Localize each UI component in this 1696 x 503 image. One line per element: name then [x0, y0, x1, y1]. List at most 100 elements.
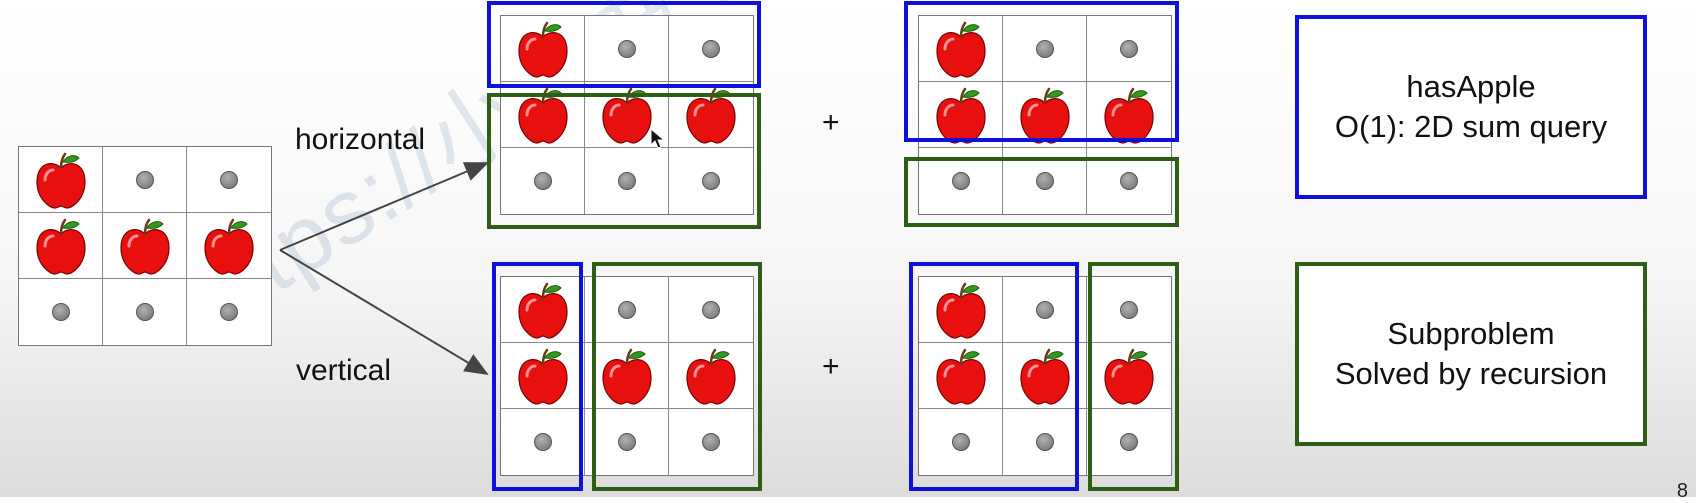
grid-cell	[1003, 343, 1087, 409]
grid-cell	[19, 147, 103, 213]
vertical-split-grid-b	[918, 276, 1172, 476]
grid-cell	[19, 213, 103, 279]
grid-cell	[1087, 82, 1171, 148]
empty-dot-icon	[702, 172, 720, 190]
apple-icon	[1019, 348, 1070, 405]
grid-cell	[1003, 409, 1087, 475]
grid-cell	[501, 148, 585, 214]
grid-cell	[585, 343, 669, 409]
empty-dot-icon	[617, 39, 636, 58]
apple-icon	[119, 218, 170, 275]
empty-dot-icon	[533, 172, 552, 190]
grid-cell	[19, 279, 103, 345]
empty-dot-icon	[220, 170, 238, 189]
empty-dot-icon	[1120, 300, 1138, 319]
legend-subproblem-title: Subproblem	[1387, 316, 1555, 352]
grid-cell	[669, 82, 753, 148]
empty-dot-icon	[1035, 172, 1054, 190]
arrow-to-vertical	[279, 249, 489, 376]
legend-hasapple: hasApple O(1): 2D sum query	[1295, 15, 1647, 199]
apple-icon	[35, 152, 86, 209]
grid-cell	[501, 82, 585, 148]
empty-dot-icon	[1035, 433, 1054, 451]
grid-cell	[919, 82, 1003, 148]
grid-cell	[501, 16, 585, 82]
horizontal-split-grid-a	[500, 15, 754, 215]
grid-cell	[103, 279, 187, 345]
empty-dot-icon	[951, 433, 970, 451]
grid-cell	[669, 277, 753, 343]
grid-cell	[585, 277, 669, 343]
horizontal-label: horizontal	[295, 123, 426, 156]
legend-subproblem-desc: Solved by recursion	[1334, 356, 1608, 391]
vertical-label: vertical	[296, 354, 392, 387]
grid-cell	[919, 148, 1003, 214]
legend-hasapple-desc: O(1): 2D sum query	[1334, 109, 1608, 144]
grid-cell	[919, 409, 1003, 475]
empty-dot-icon	[702, 39, 720, 58]
grid-cell	[1087, 148, 1171, 214]
apple-icon	[517, 282, 568, 339]
grid-cell	[501, 277, 585, 343]
empty-dot-icon	[617, 172, 636, 190]
vertical-split-grid-a	[500, 276, 754, 476]
legend-hasapple-title: hasApple	[1406, 69, 1536, 105]
apple-icon	[517, 87, 568, 144]
apple-icon	[935, 21, 986, 78]
apple-icon	[686, 87, 736, 144]
apple-icon	[601, 348, 652, 405]
plus-sign-bottom: +	[822, 350, 840, 383]
grid-cell	[187, 213, 271, 279]
grid-cell	[1087, 277, 1171, 343]
empty-dot-icon	[702, 433, 720, 451]
grid-cell	[501, 409, 585, 475]
plus-sign-top: +	[822, 106, 840, 139]
empty-dot-icon	[1120, 433, 1138, 451]
grid-cell	[585, 148, 669, 214]
grid-cell	[1087, 343, 1171, 409]
mouse-cursor-icon	[650, 128, 666, 149]
grid-cell	[103, 213, 187, 279]
grid-cell	[1087, 409, 1171, 475]
apple-icon	[517, 21, 568, 78]
grid-cell	[919, 16, 1003, 82]
grid-cell	[1003, 16, 1087, 82]
grid-cell	[585, 409, 669, 475]
apple-icon	[1104, 87, 1154, 144]
page-number: 8	[1676, 480, 1688, 502]
empty-dot-icon	[702, 300, 720, 319]
apple-icon	[935, 348, 986, 405]
empty-dot-icon	[533, 433, 552, 451]
grid-cell	[669, 409, 753, 475]
grid-cell	[669, 16, 753, 82]
empty-dot-icon	[1035, 39, 1054, 58]
source-grid	[18, 146, 272, 346]
grid-cell	[1003, 277, 1087, 343]
grid-cell	[919, 343, 1003, 409]
empty-dot-icon	[1120, 172, 1138, 190]
apple-icon	[517, 348, 568, 405]
empty-dot-icon	[135, 303, 154, 321]
grid-cell	[919, 277, 1003, 343]
apple-icon	[1019, 87, 1070, 144]
empty-dot-icon	[1035, 300, 1054, 319]
grid-cell	[585, 16, 669, 82]
empty-dot-icon	[617, 300, 636, 319]
grid-cell	[1003, 148, 1087, 214]
apple-icon	[1104, 348, 1154, 405]
apple-icon	[601, 87, 652, 144]
empty-dot-icon	[951, 172, 970, 190]
grid-cell	[669, 343, 753, 409]
grid-cell	[187, 279, 271, 345]
grid-cell	[1003, 82, 1087, 148]
apple-icon	[686, 348, 736, 405]
grid-cell	[669, 148, 753, 214]
apple-icon	[35, 218, 86, 275]
empty-dot-icon	[51, 303, 70, 321]
grid-cell	[187, 147, 271, 213]
apple-icon	[935, 87, 986, 144]
apple-icon	[935, 282, 986, 339]
arrow-to-horizontal	[279, 162, 489, 251]
grid-cell	[103, 147, 187, 213]
